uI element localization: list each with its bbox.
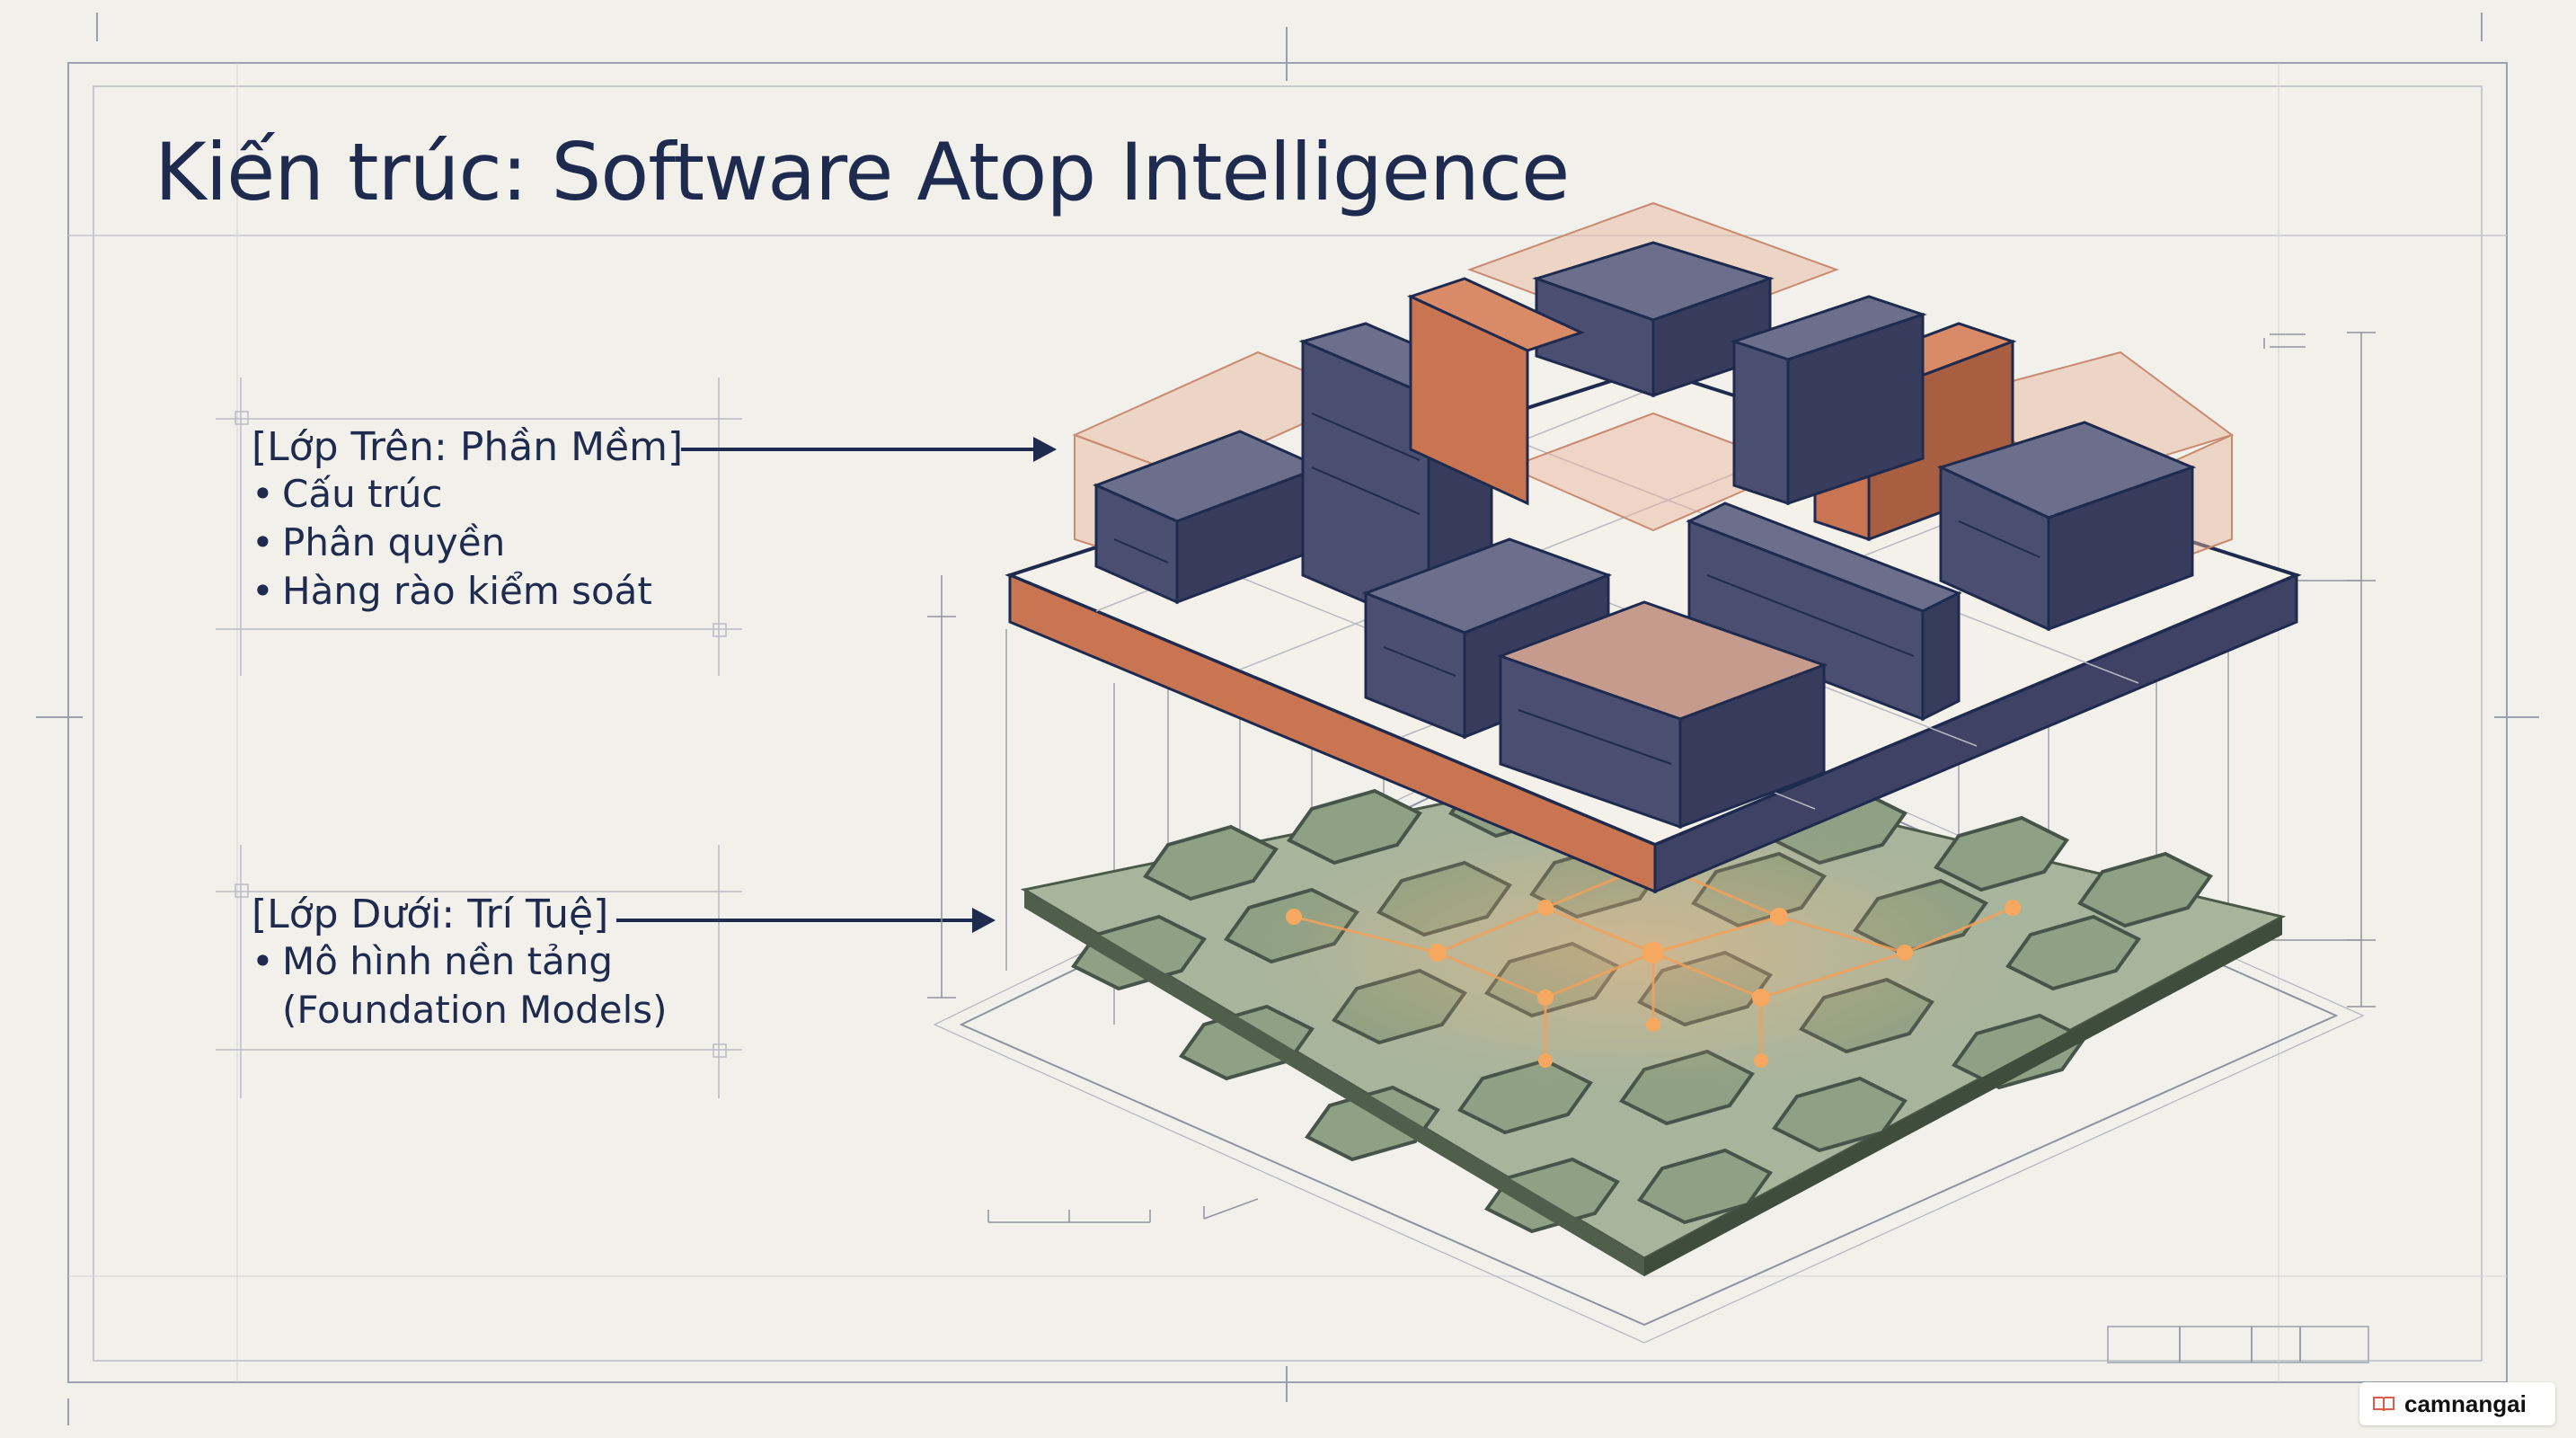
software-platform (1005, 201, 2302, 894)
dimension-lines (927, 332, 2376, 1007)
upper-layer-item: •Phân quyền (252, 520, 506, 564)
slide-title: Kiến trúc: Software Atop Intelligence (155, 126, 1570, 218)
brand-name: camnangai (2404, 1389, 2527, 1417)
lower-layer-item: (Foundation Models) (282, 988, 668, 1032)
upper-layer-label: [Lớp Trên: Phần Mềm] •Cấu trúc •Phân quy… (252, 424, 683, 616)
lower-layer-heading: [Lớp Dưới: Trí Tuệ] (252, 892, 609, 937)
upper-layer-heading: [Lớp Trên: Phần Mềm] (252, 424, 684, 470)
upper-layer-item: •Hàng rào kiểm soát (252, 569, 652, 613)
lower-layer-item: •Mô hình nền tảng (252, 939, 614, 983)
blueprint-frame (36, 13, 2539, 1425)
label-guide-lines (216, 377, 742, 1098)
neural-glow (1258, 818, 2021, 1087)
scale-annotations (987, 1198, 1259, 1223)
lower-layer-label: [Lớp Dưới: Trí Tuệ] •Mô hình nền tảng (F… (252, 892, 668, 1034)
pointer-arrows (616, 437, 1057, 933)
upper-layer-item: •Cấu trúc (252, 472, 443, 516)
book-icon (2373, 1397, 2395, 1412)
brand-badge[interactable]: camnangai (2359, 1382, 2555, 1425)
